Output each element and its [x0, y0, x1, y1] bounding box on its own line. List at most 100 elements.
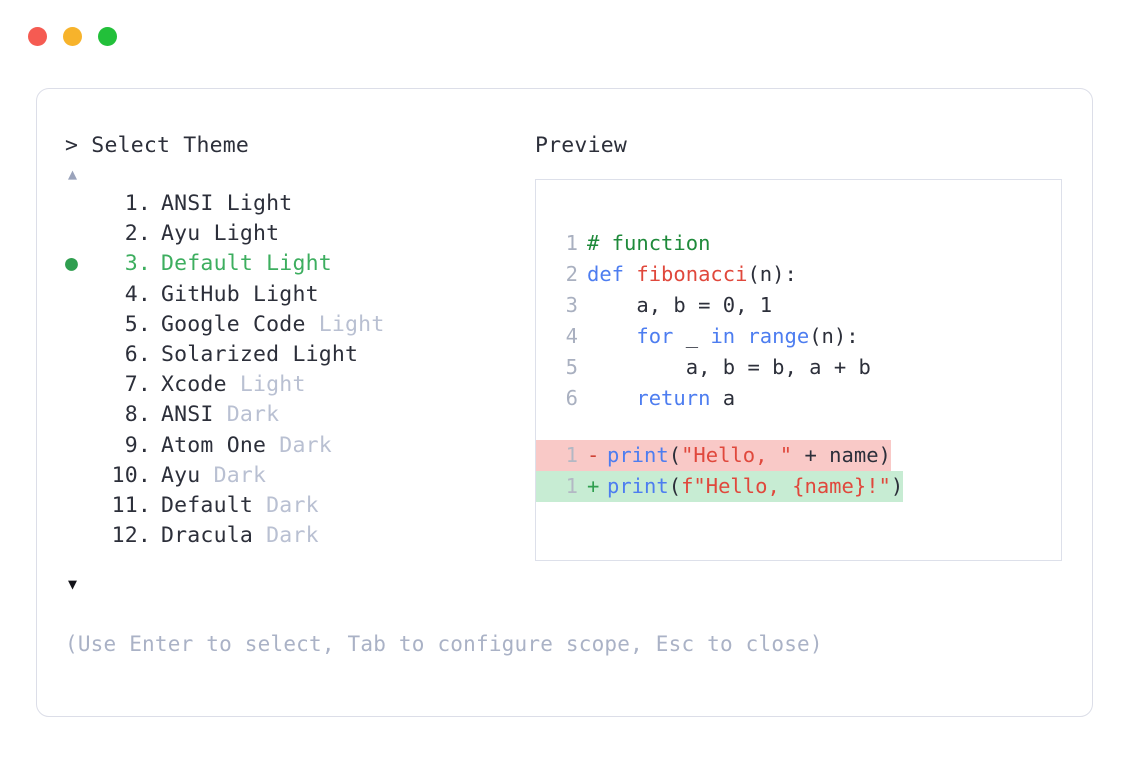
theme-item-name: Ayu [161, 462, 201, 488]
code-token-plain: a, b = b, a + b [587, 355, 871, 379]
theme-list-item[interactable]: 4.GitHub Light [65, 280, 535, 310]
theme-item-label: Google Code Light [151, 310, 384, 340]
theme-item-name: Dracula [161, 523, 254, 549]
theme-item-number: 3. [124, 251, 151, 277]
theme-item-label: Xcode Light [151, 370, 306, 400]
theme-item-variant: Dark [200, 462, 267, 488]
code-line-number: 2 [565, 262, 578, 286]
theme-item-name: ANSI [161, 191, 214, 216]
diff-sign-icon: - [587, 443, 600, 467]
code-line-content: def fibonacci(n): [587, 259, 797, 290]
theme-item-label: Default Light [151, 249, 332, 279]
code-token-keyword: in range [710, 324, 810, 348]
window-titlebar [0, 0, 1129, 72]
theme-item-number: 4. [124, 281, 151, 307]
diff-line-number: 1 [565, 474, 578, 498]
minimize-icon[interactable] [63, 26, 82, 46]
theme-item-name: Ayu [161, 221, 201, 247]
theme-list-item[interactable]: 5.Google Code Light [65, 310, 535, 340]
code-line: 3 a, b = 0, 1 [536, 290, 1061, 321]
code-token-comment: # function [587, 231, 711, 255]
code-line-content: a, b = 0, 1 [587, 290, 772, 321]
theme-list-item[interactable]: 2. Ayu Light [65, 219, 535, 249]
code-token-plain [587, 386, 636, 410]
theme-item-label: Dracula Dark [151, 521, 319, 551]
code-token-plain: a, b = 0, 1 [587, 293, 773, 317]
theme-item-name: Google Code [161, 311, 306, 337]
theme-item-variant: Light [279, 341, 359, 367]
theme-item-name: ANSI [161, 402, 214, 428]
code-token-plain: ( [668, 443, 682, 467]
preview-title: Preview [535, 133, 628, 158]
theme-item-label: Ayu Dark [151, 461, 266, 491]
theme-item-label: ANSI Light [151, 189, 292, 219]
code-line: 6 return a [536, 383, 1061, 414]
theme-item-variant: Light [213, 191, 293, 216]
theme-item-variant: Light [200, 221, 280, 247]
scroll-down-icon[interactable]: ▼ [68, 575, 78, 594]
code-token-keyword: print [607, 443, 669, 467]
theme-item-variant: Dark [253, 523, 319, 549]
theme-item-variant: Dark [266, 432, 332, 458]
theme-list-item[interactable]: 8. ANSI Dark [65, 400, 535, 430]
diff-line-content: print("Hello, " + name) [607, 440, 891, 471]
theme-item-name: Xcode [161, 372, 227, 398]
code-line-content: return a [587, 383, 735, 414]
code-token-plain: + name) [792, 443, 891, 467]
theme-item-number: 8. [124, 402, 151, 428]
code-token-keyword: return [636, 386, 711, 410]
code-line-number: 3 [565, 293, 578, 317]
theme-list-item[interactable]: 7.Xcode Light [65, 370, 535, 400]
traffic-light-buttons [28, 26, 117, 46]
theme-list-item[interactable]: 10.Ayu Dark [65, 461, 535, 491]
page-title: Select Theme [91, 133, 250, 158]
code-token-plain: (n): [747, 262, 797, 286]
theme-item-variant: Dark [213, 402, 280, 428]
code-token-string: "Hello, " [681, 443, 793, 467]
code-token-keyword: def [587, 262, 637, 286]
prompt-caret-icon: > [65, 133, 92, 158]
theme-item-name: Atom One [161, 432, 267, 458]
theme-item-number: 2. [124, 221, 151, 247]
close-icon[interactable] [28, 26, 47, 46]
code-line-content: # function [587, 228, 710, 259]
theme-item-number: 11. [111, 492, 151, 518]
code-token-plain: _ [673, 324, 711, 348]
code-line-content: for _ in range(n): [587, 321, 858, 352]
theme-item-name: Default [161, 251, 254, 277]
diff-line-number: 1 [565, 443, 578, 467]
code-line-number: 4 [565, 324, 578, 348]
theme-list-item[interactable]: 6.Solarized Light [65, 340, 535, 370]
maximize-icon[interactable] [98, 26, 117, 46]
theme-item-number: 10. [111, 462, 151, 488]
theme-list-item[interactable]: 1.ANSI Light [65, 189, 535, 219]
diff-line-content: print(f"Hello, {name}!") [607, 471, 903, 502]
theme-item-label: Atom One Dark [151, 431, 332, 461]
theme-item-label: GitHub Light [151, 280, 319, 310]
code-token-keyword: print [607, 474, 669, 498]
theme-item-variant: Light [253, 251, 332, 277]
code-line: 1 # function [536, 228, 1061, 259]
theme-item-variant: Light [239, 281, 319, 307]
code-line-number: 6 [565, 386, 578, 410]
scroll-up-icon[interactable]: ▲ [68, 165, 78, 183]
code-token-func: fibonacci [636, 262, 748, 286]
theme-list-item[interactable]: ●3.Default Light [65, 249, 535, 279]
selected-bullet-icon: ● [65, 251, 79, 277]
theme-item-label: Solarized Light [151, 340, 358, 370]
theme-list-item[interactable]: 9.Atom One Dark [65, 431, 535, 461]
theme-item-number: 12. [111, 523, 151, 549]
theme-item-name: Solarized [161, 341, 280, 367]
theme-list-item[interactable]: 11.Default Dark [65, 491, 535, 521]
theme-list-item[interactable]: 12.Dracula Dark [65, 521, 535, 551]
code-line-content: a, b = b, a + b [587, 352, 871, 383]
theme-item-number: 5. [124, 311, 151, 337]
code-line-number: 1 [565, 231, 578, 255]
diff-line-removed: 1-print("Hello, " + name) [536, 440, 891, 471]
code-token-string: f"Hello, {name}!" [681, 474, 891, 498]
code-line: 2 def fibonacci(n): [536, 259, 1061, 290]
diff-line-added: 1+print(f"Hello, {name}!") [536, 471, 904, 502]
